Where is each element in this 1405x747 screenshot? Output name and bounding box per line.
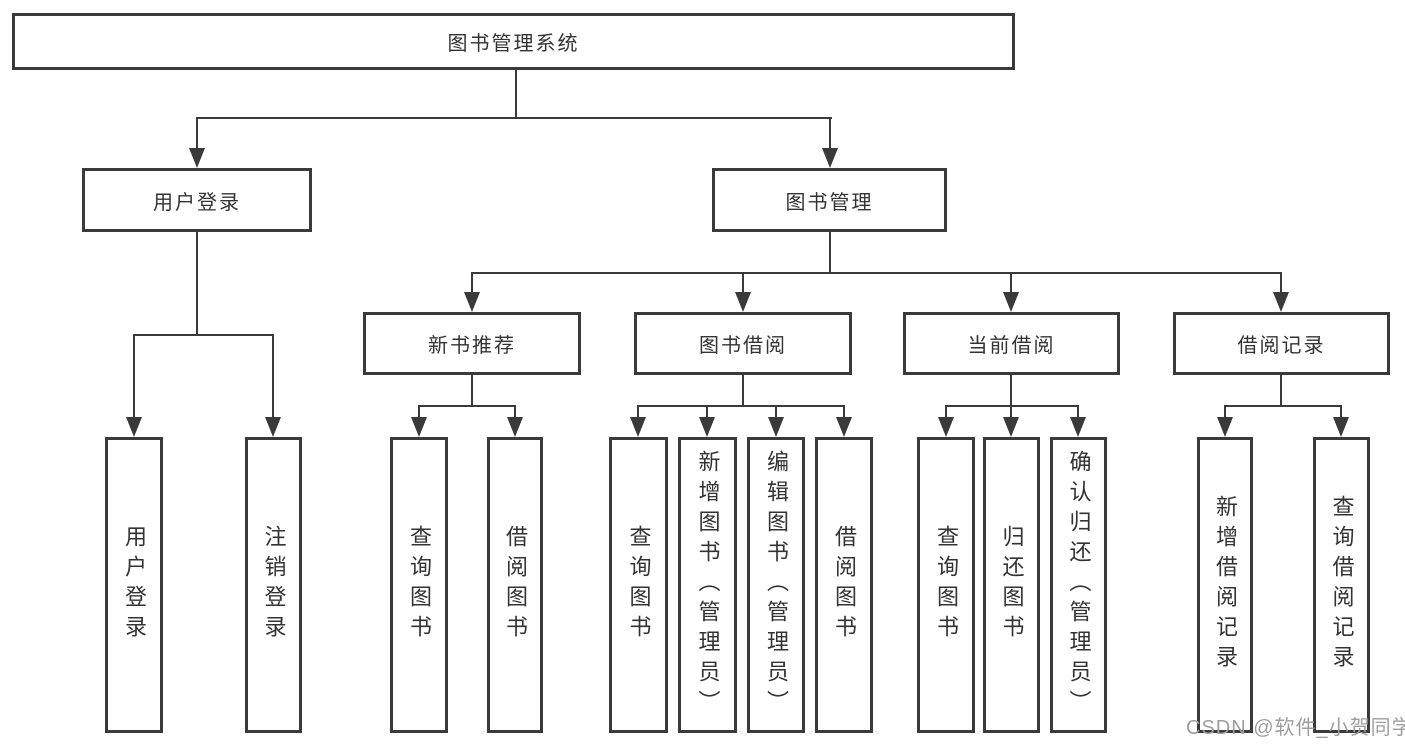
connector-line	[1280, 375, 1282, 406]
connector-line	[1224, 405, 1342, 407]
node-borrow-records: 借阅记录	[1173, 312, 1390, 375]
connector-line	[418, 405, 420, 419]
arrow-down-icon	[768, 417, 784, 437]
connector-line	[515, 70, 517, 118]
arrow-down-icon	[1217, 417, 1233, 437]
connector-line	[742, 375, 744, 406]
node-new-books: 新书推荐	[363, 312, 581, 375]
arrow-down-icon	[1070, 417, 1086, 437]
connector-line	[775, 405, 777, 419]
connector-line	[843, 405, 845, 419]
connector-line	[272, 334, 274, 419]
connector-line	[196, 117, 832, 119]
connector-line	[1224, 405, 1226, 419]
leaf-records-add: 新增借阅记录	[1197, 437, 1253, 733]
node-book-mgmt: 图书管理	[712, 168, 947, 232]
connector-line	[1010, 405, 1012, 419]
leaf-newbooks-borrow: 借阅图书	[487, 437, 543, 733]
arrow-down-icon	[630, 417, 646, 437]
leaf-currentborrow-return: 归还图书	[983, 437, 1040, 733]
connector-line	[1340, 405, 1342, 419]
connector-line	[471, 272, 473, 294]
arrow-down-icon	[411, 417, 427, 437]
arrow-down-icon	[189, 148, 205, 168]
connector-line	[418, 405, 516, 407]
leaf-logout: 注销登录	[245, 437, 302, 733]
arrow-down-icon	[1003, 417, 1019, 437]
connector-line	[829, 117, 831, 150]
leaf-newbooks-query: 查询图书	[390, 437, 448, 733]
arrow-down-icon	[126, 417, 142, 437]
arrow-down-icon	[265, 417, 281, 437]
connector-line	[742, 272, 744, 294]
connector-line	[637, 405, 845, 407]
connector-line	[471, 272, 1282, 274]
leaf-bookborrow-borrow: 借阅图书	[815, 437, 873, 733]
connector-line	[471, 375, 473, 406]
leaf-records-query: 查询借阅记录	[1313, 437, 1370, 733]
arrow-down-icon	[822, 148, 838, 168]
arrow-down-icon	[938, 417, 954, 437]
arrow-down-icon	[464, 292, 480, 312]
leaf-currentborrow-confirm: 确认归还（管理员）	[1050, 437, 1107, 733]
node-current-borrow: 当前借阅	[903, 312, 1120, 375]
leaf-user-login: 用户登录	[105, 437, 163, 733]
connector-line	[1010, 272, 1012, 294]
arrow-down-icon	[836, 417, 852, 437]
arrow-down-icon	[1333, 417, 1349, 437]
arrow-down-icon	[699, 417, 715, 437]
connector-line	[637, 405, 639, 419]
arrow-down-icon	[1273, 292, 1289, 312]
connector-line	[945, 405, 1079, 407]
connector-line	[945, 405, 947, 419]
node-user-login: 用户登录	[82, 168, 312, 232]
leaf-bookborrow-query: 查询图书	[609, 437, 668, 733]
connector-line	[829, 232, 831, 273]
connector-line	[1077, 405, 1079, 419]
leaf-bookborrow-edit: 编辑图书（管理员）	[747, 437, 805, 733]
connector-line	[196, 117, 198, 150]
arrow-down-icon	[507, 417, 523, 437]
arrow-down-icon	[1003, 292, 1019, 312]
connector-line	[133, 334, 135, 419]
node-book-borrow: 图书借阅	[634, 312, 852, 375]
connector-line	[196, 232, 198, 335]
node-root: 图书管理系统	[12, 13, 1015, 70]
leaf-currentborrow-query: 查询图书	[917, 437, 975, 733]
connector-line	[1010, 375, 1012, 406]
connector-line	[133, 334, 274, 336]
connector-line	[1280, 272, 1282, 294]
csdn-watermark: CSDN @软件_小贺同学	[1186, 717, 1405, 739]
connector-line	[514, 405, 516, 419]
arrow-down-icon	[735, 292, 751, 312]
leaf-bookborrow-add: 新增图书（管理员）	[678, 437, 737, 733]
connector-line	[706, 405, 708, 419]
